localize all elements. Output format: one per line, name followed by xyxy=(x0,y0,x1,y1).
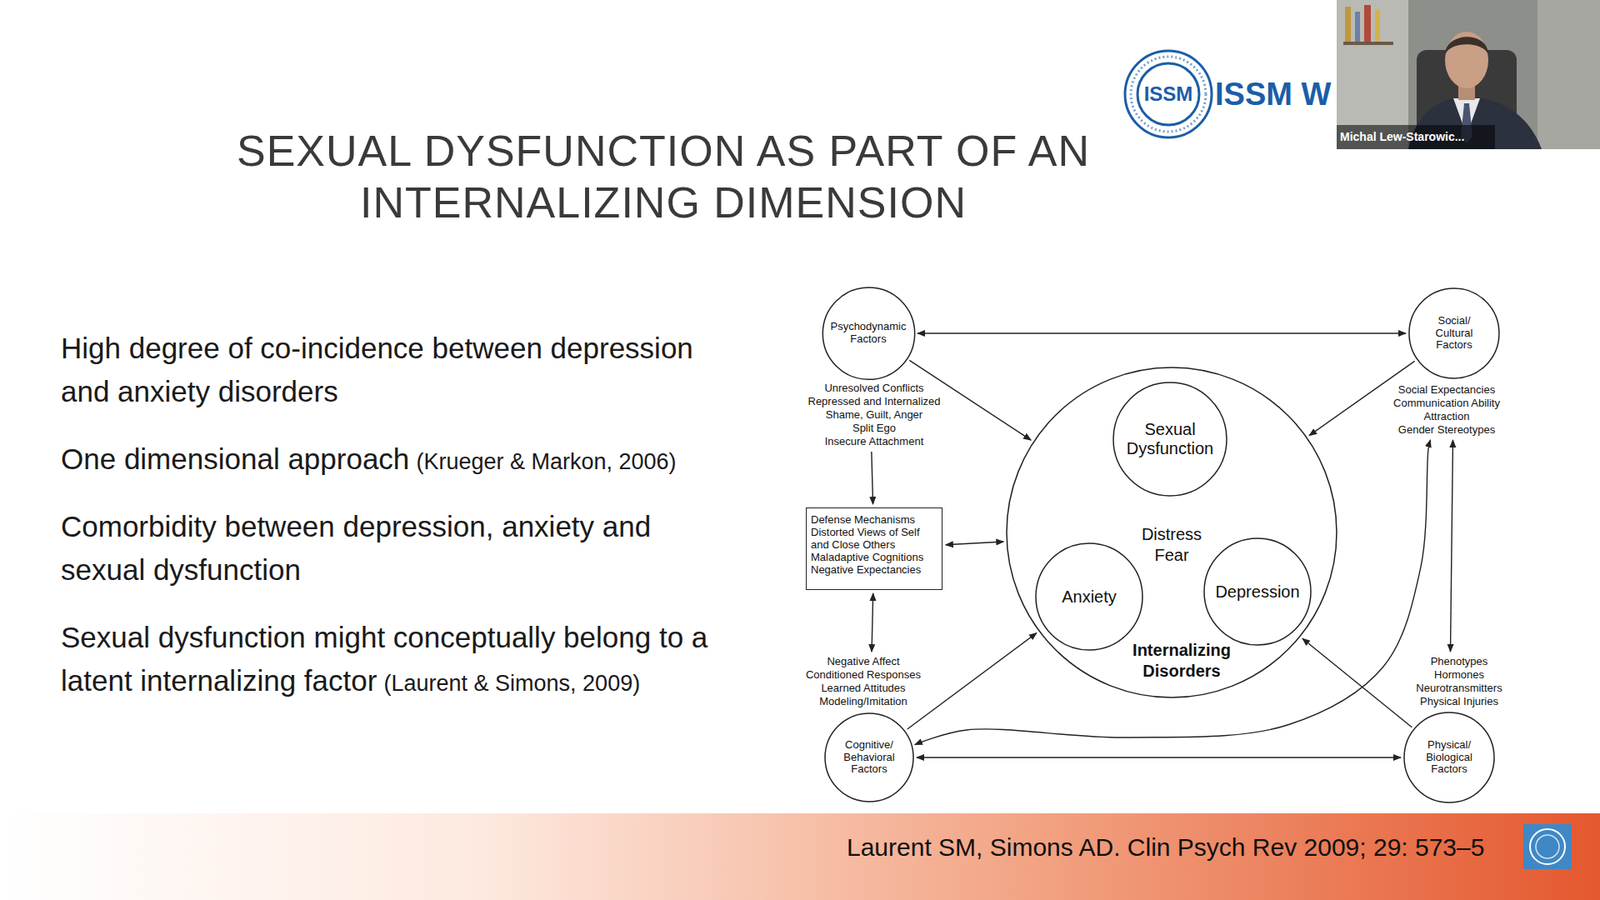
box-text: Defense Mechanisms Distorted Views of Se… xyxy=(810,513,938,576)
disorder-circle: Sexual Dysfunction xyxy=(1112,381,1228,497)
disorder-circle: Depression xyxy=(1203,537,1312,646)
bullet-text: One dimensional approach xyxy=(60,442,410,475)
circle-text-box: Cognitive/ Behavioral Factors xyxy=(840,739,899,777)
factor-circle: Physical/ Biological Factors PhenotypesHo… xyxy=(1403,655,1503,804)
connector-arrow xyxy=(871,593,874,652)
list-item: Negative Affect xyxy=(805,655,921,669)
logo-wordmark: ISSM W xyxy=(1215,75,1331,114)
connector-arrow xyxy=(871,451,874,505)
circle-label: Anxiety xyxy=(1051,587,1127,607)
list-item: Gender Stereotypes xyxy=(1393,423,1500,437)
footer-band xyxy=(0,813,1600,900)
citation-text: (Krueger & Markon, 2006) xyxy=(415,449,676,475)
citation-text: (Laurent & Simons, 2009) xyxy=(383,670,640,696)
circle-outline xyxy=(1409,288,1500,379)
list-item: Unresolved Conflicts xyxy=(808,381,941,395)
group-text: Distress Fear xyxy=(1134,524,1210,566)
internalizing-circle: Distress FearInternalizing Disorders Sexu… xyxy=(1005,366,1338,699)
group-title: Internalizing Disorders xyxy=(1123,640,1240,682)
circle-label: Psychodynamic Factors xyxy=(826,320,910,346)
label-box: ISSM W xyxy=(1215,75,1331,114)
list-item: Neurotransmitters xyxy=(1415,681,1502,695)
title-box: SEXUAL DYSFUNCTION AS PART OF AN INTERNA… xyxy=(205,125,1122,229)
list-item: Modeling/Imitation xyxy=(805,695,921,709)
circle-outline xyxy=(1006,367,1337,698)
disorder-circle: Anxiety xyxy=(1035,542,1144,651)
list-item: Social Expectancies xyxy=(1393,383,1500,397)
factor-list: PhenotypesHormonesNeurotransmittersPhysi… xyxy=(1415,655,1502,709)
circle-outline xyxy=(825,713,914,802)
list-item: Attraction xyxy=(1393,410,1500,424)
connector-arrow xyxy=(945,541,1004,545)
list-item: Hormones xyxy=(1415,668,1502,682)
connector-arrow xyxy=(1302,638,1412,728)
bullet-paragraph: Comorbidity between depression, anxiety … xyxy=(60,505,736,592)
bullet-text: Comorbidity between depression, anxiety … xyxy=(60,510,651,586)
citation-caption: Laurent SM, Simons AD. Clin Psych Rev 20… xyxy=(846,831,1485,864)
list-item: Shame, Guilt, Anger xyxy=(808,408,941,422)
factor-list: Social ExpectanciesCommunication Ability… xyxy=(1393,383,1500,437)
bullet-paragraph: One dimensional approach(Krueger & Marko… xyxy=(60,437,736,484)
bullet-paragraph: Sexual dysfunction might conceptually be… xyxy=(60,615,736,705)
circle-label: Sexual Dysfunction xyxy=(1122,420,1219,459)
circle-outline xyxy=(1404,712,1495,803)
circle-text-box: Sexual Dysfunction xyxy=(1122,420,1219,459)
list-item: Conditioned Responses xyxy=(805,668,921,682)
caption-box: Laurent SM, Simons AD. Clin Psych Rev 20… xyxy=(846,831,1485,864)
circle-outline xyxy=(822,287,915,380)
list-item: Physical Injuries xyxy=(1415,695,1502,709)
factor-list: Unresolved ConflictsRepressed and Intern… xyxy=(808,381,941,449)
list-item: Insecure Attachment xyxy=(808,435,941,449)
list-item: Communication Ability xyxy=(1393,396,1500,410)
footer-logo xyxy=(1523,824,1572,870)
logo-text: ISSM xyxy=(1118,81,1219,107)
label-box: ISSM xyxy=(1118,81,1219,107)
circle-outline xyxy=(1204,538,1311,645)
circle-text-box: Depression xyxy=(1211,582,1304,602)
list-item: Learned Attitudes xyxy=(805,681,921,695)
circle-label: Cognitive/ Behavioral Factors xyxy=(840,739,899,777)
circle-text-box: Physical/ Biological Factors xyxy=(1420,739,1479,777)
circle-label: Depression xyxy=(1211,582,1304,602)
list-item: Phenotypes xyxy=(1415,655,1502,669)
circle-outline xyxy=(1035,543,1143,650)
factor-circle: Psychodynamic FactorsUnresolved Conflict… xyxy=(808,286,941,449)
circle-label: Physical/ Biological Factors xyxy=(1420,739,1479,777)
circle-outline xyxy=(1113,382,1227,496)
circle-text-box: Anxiety xyxy=(1051,587,1127,607)
slide-title: SEXUAL DYSFUNCTION AS PART OF AN INTERNA… xyxy=(205,125,1122,229)
connector-arrow xyxy=(907,633,1037,730)
bullet-paragraph: High degree of co-incidence between depr… xyxy=(60,326,736,414)
factor-circle: Social/ Cultural FactorsSocial Expectanc… xyxy=(1393,287,1500,437)
process-box: Defense Mechanisms Distorted Views of Se… xyxy=(805,507,943,590)
circle-text-box: Psychodynamic Factors xyxy=(826,320,910,346)
connector-arrow xyxy=(1450,440,1453,652)
webcam-video xyxy=(1336,0,1600,150)
circle-text-box: Social/ Cultural Factors xyxy=(1425,315,1484,353)
connector-arrow xyxy=(916,756,1401,758)
circle-label: Social/ Cultural Factors xyxy=(1425,315,1484,353)
circle-text-box: Internalizing Disorders xyxy=(1123,640,1240,682)
list-item: Repressed and Internalized xyxy=(808,395,941,409)
label-box: Michal Lew-Starowic... xyxy=(1340,129,1465,145)
participant-name: Michal Lew-Starowic... xyxy=(1340,129,1465,145)
connector-arrow xyxy=(917,332,1406,334)
bullet-text: High degree of co-incidence between depr… xyxy=(60,331,694,408)
factor-circle: Cognitive/ Behavioral Factors Negative Af… xyxy=(805,655,921,803)
circle-text-box: Distress Fear xyxy=(1134,524,1210,566)
list-item: Split Ego xyxy=(808,421,941,435)
factor-list: Negative AffectConditioned ResponsesLear… xyxy=(805,655,921,709)
